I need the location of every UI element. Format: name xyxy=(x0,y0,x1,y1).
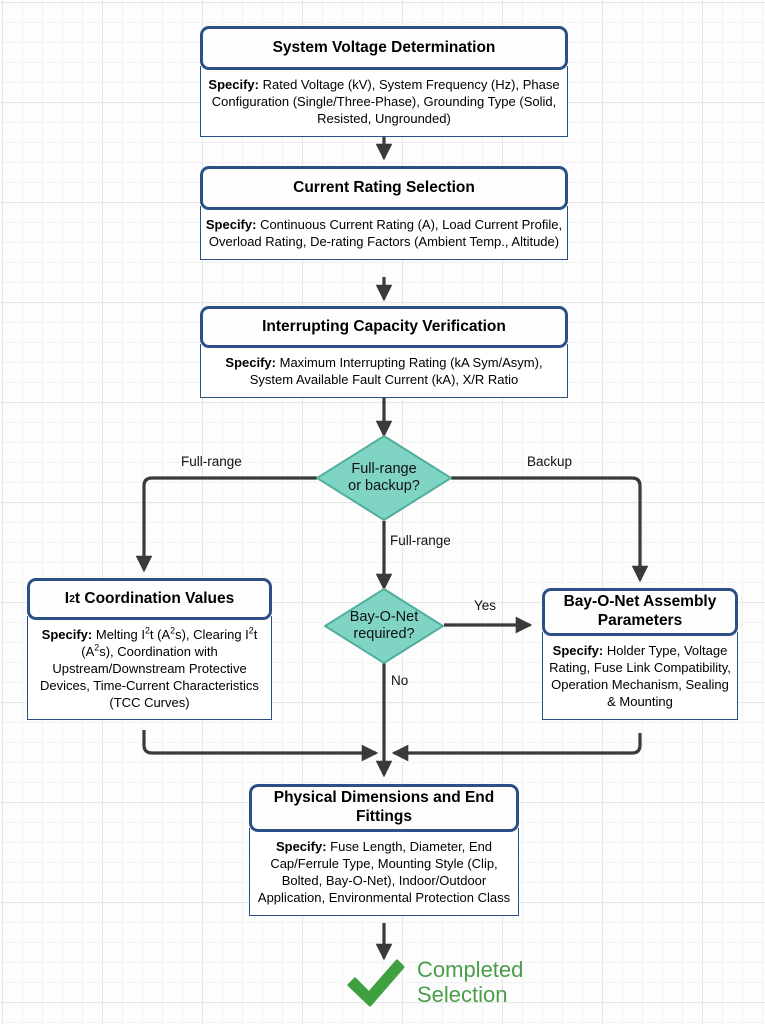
specify-label: Specify: xyxy=(552,643,604,658)
specify-detail: Continuous Current Rating (A), Load Curr… xyxy=(208,217,563,249)
specify-detail: Fuse Length, Diameter, End Cap/Ferrule T… xyxy=(257,839,511,905)
terminator-completed-selection: Completed Selection xyxy=(345,955,523,1011)
decision-line-2: required? xyxy=(353,626,415,642)
decision-line-2: or backup? xyxy=(348,478,420,494)
node-current-rating-title: Current Rating Selection xyxy=(200,166,568,210)
edge-label-backup: Backup xyxy=(527,454,573,469)
edge-label-no: No xyxy=(391,673,409,688)
decision-full-range-or-backup[interactable]: Full-range or backup? xyxy=(316,435,452,521)
node-physical-dimensions[interactable]: Physical Dimensions and End Fittings Spe… xyxy=(249,784,519,916)
node-system-voltage-title: System Voltage Determination xyxy=(200,26,568,70)
edge-label-full-range-down: Full-range xyxy=(390,533,451,548)
node-current-rating-body: Specify: Continuous Current Rating (A), … xyxy=(200,206,568,260)
diamond-shape xyxy=(316,435,452,521)
node-interrupting-capacity-body: Specify: Maximum Interrupting Rating (kA… xyxy=(200,344,568,398)
check-icon xyxy=(347,959,405,1007)
node-bay-o-net-assembly[interactable]: Bay-O-Net Assembly Parameters Specify: H… xyxy=(542,588,738,720)
decision-full-range-or-backup-label: Full-range or backup? xyxy=(316,435,452,521)
node-bay-o-net-assembly-title: Bay-O-Net Assembly Parameters xyxy=(542,588,738,636)
node-bay-o-net-assembly-body: Specify: Holder Type, Voltage Rating, Fu… xyxy=(542,632,738,720)
specify-detail: Maximum Interrupting Rating (kA Sym/Asym… xyxy=(249,355,543,387)
node-physical-dimensions-title: Physical Dimensions and End Fittings xyxy=(249,784,519,832)
edge-label-full-range-left: Full-range xyxy=(181,454,242,469)
node-i2t-coordination-body: Specify: Melting I2t (A2s), Clearing I2t… xyxy=(27,616,272,721)
specify-label: Specify: xyxy=(208,77,259,92)
decision-bay-o-net-required-label: Bay-O-Net required? xyxy=(324,588,444,664)
decision-bay-o-net-required[interactable]: Bay-O-Net required? xyxy=(324,588,444,664)
node-interrupting-capacity[interactable]: Interrupting Capacity Verification Speci… xyxy=(200,306,568,398)
node-system-voltage-body: Specify: Rated Voltage (kV), System Freq… xyxy=(200,66,568,137)
specify-label: Specify: xyxy=(205,217,257,232)
decision-line-1: Full-range xyxy=(351,460,417,477)
specify-label: Specify: xyxy=(41,627,93,642)
node-interrupting-capacity-title: Interrupting Capacity Verification xyxy=(200,306,568,348)
terminator-label: Completed Selection xyxy=(417,958,523,1007)
terminator-line-2: Selection xyxy=(417,982,508,1007)
node-physical-dimensions-body: Specify: Fuse Length, Diameter, End Cap/… xyxy=(249,828,519,916)
terminator-line-1: Completed xyxy=(417,957,524,983)
node-current-rating[interactable]: Current Rating Selection Specify: Contin… xyxy=(200,166,568,260)
diamond-shape xyxy=(324,588,444,664)
specify-detail: Rated Voltage (kV), System Frequency (Hz… xyxy=(211,77,560,126)
specify-label: Specify: xyxy=(275,839,327,854)
specify-detail: Holder Type, Voltage Rating, Fuse Link C… xyxy=(549,643,731,709)
decision-line-1: Bay-O-Net xyxy=(349,608,419,625)
edge-label-yes: Yes xyxy=(474,598,497,613)
specify-label: Specify: xyxy=(225,355,276,370)
node-system-voltage[interactable]: System Voltage Determination Specify: Ra… xyxy=(200,26,568,137)
specify-detail: Melting I2t (A2s), Clearing I2t (A2s), C… xyxy=(40,625,259,710)
